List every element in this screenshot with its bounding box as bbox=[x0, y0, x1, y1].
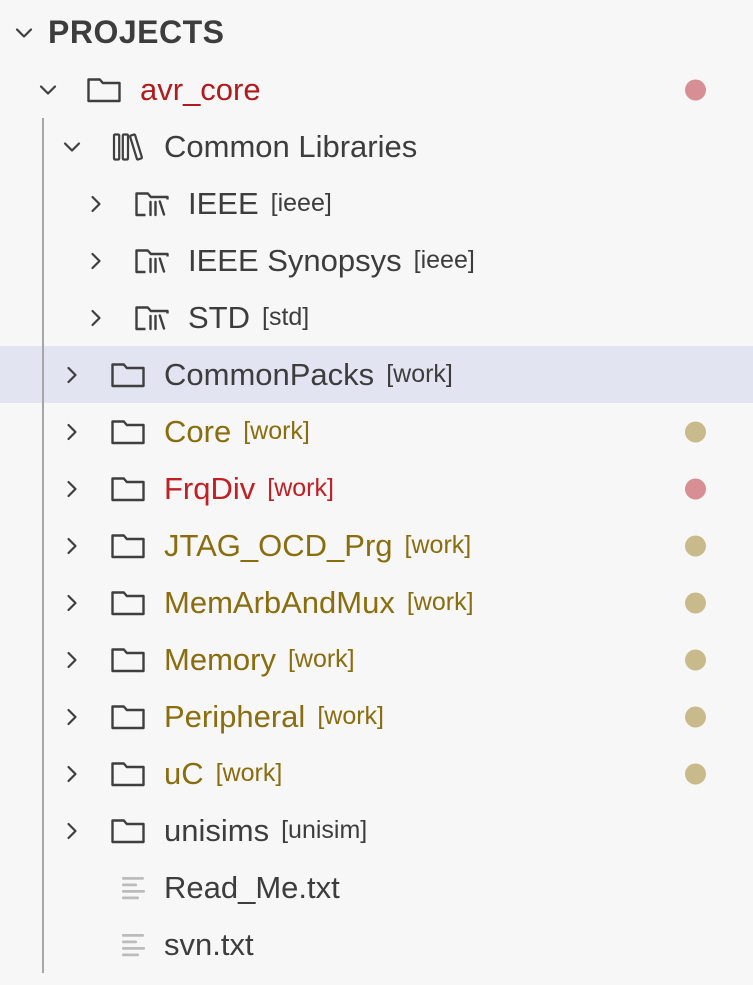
tree-item-frqdiv[interactable]: FrqDiv [work] bbox=[0, 460, 753, 517]
tree-item-memory[interactable]: Memory [work] bbox=[0, 631, 753, 688]
library-icon bbox=[108, 130, 148, 164]
folder-icon bbox=[108, 700, 148, 734]
item-library-tag: [work] bbox=[404, 531, 472, 559]
folder-icon bbox=[108, 472, 148, 506]
folder-icon bbox=[108, 529, 148, 563]
item-label: FrqDiv bbox=[164, 470, 256, 506]
chevron-right-icon[interactable] bbox=[84, 192, 114, 216]
chevron-spacer bbox=[60, 933, 90, 957]
folder-library-icon bbox=[132, 301, 172, 335]
item-label: Core bbox=[164, 413, 232, 449]
tree-item-memarbandmux[interactable]: MemArbAndMux [work] bbox=[0, 574, 753, 631]
text-file-icon bbox=[108, 871, 148, 905]
item-label: Read_Me.txt bbox=[164, 869, 340, 905]
item-label: Common Libraries bbox=[164, 128, 418, 164]
chevron-right-icon[interactable] bbox=[60, 762, 90, 786]
tree-item-avr_core[interactable]: avr_core bbox=[0, 61, 753, 118]
item-label: CommonPacks bbox=[164, 356, 375, 392]
chevron-spacer bbox=[60, 876, 90, 900]
folder-icon bbox=[108, 643, 148, 677]
item-label: avr_core bbox=[140, 71, 261, 107]
folder-icon bbox=[108, 586, 148, 620]
folder-icon bbox=[108, 358, 148, 392]
tree-item-jtag_ocd_prg[interactable]: JTAG_OCD_Prg [work] bbox=[0, 517, 753, 574]
status-dot bbox=[685, 592, 706, 613]
folder-library-icon bbox=[132, 187, 172, 221]
item-label: svn.txt bbox=[164, 926, 254, 962]
tree-item-unisims[interactable]: unisims [unisim] bbox=[0, 802, 753, 859]
chevron-right-icon[interactable] bbox=[84, 249, 114, 273]
item-library-tag: [std] bbox=[262, 303, 310, 331]
item-library-tag: [ieee] bbox=[270, 189, 332, 217]
chevron-down-icon[interactable] bbox=[36, 78, 66, 102]
item-label: unisims bbox=[164, 812, 270, 848]
chevron-right-icon[interactable] bbox=[60, 705, 90, 729]
item-label: MemArbAndMux bbox=[164, 584, 395, 620]
item-library-tag: [work] bbox=[317, 702, 384, 730]
chevron-right-icon[interactable] bbox=[60, 534, 90, 558]
tree-item-std[interactable]: STD [std] bbox=[0, 289, 753, 346]
item-label: Peripheral bbox=[164, 698, 306, 734]
item-label: uC bbox=[164, 755, 204, 791]
status-dot bbox=[685, 763, 706, 784]
tree-item-commonpacks[interactable]: CommonPacks [work] bbox=[0, 346, 753, 403]
chevron-right-icon[interactable] bbox=[60, 819, 90, 843]
item-library-tag: [work] bbox=[287, 645, 355, 673]
item-label: IEEE Synopsys bbox=[188, 242, 402, 278]
status-dot bbox=[685, 421, 706, 442]
status-dot bbox=[685, 535, 706, 556]
tree-item-common_libraries[interactable]: Common Libraries bbox=[0, 118, 753, 175]
status-dot bbox=[685, 649, 706, 670]
item-library-tag: [work] bbox=[243, 417, 310, 445]
folder-library-icon bbox=[132, 244, 172, 278]
folder-icon bbox=[84, 73, 124, 107]
tree-item-uc[interactable]: uC [work] bbox=[0, 745, 753, 802]
projects-section-header[interactable]: PROJECTS bbox=[0, 4, 753, 61]
tree-item-svn_txt[interactable]: svn.txt bbox=[0, 916, 753, 973]
section-title: PROJECTS bbox=[48, 14, 225, 50]
chevron-right-icon[interactable] bbox=[60, 420, 90, 444]
tree-item-peripheral[interactable]: Peripheral [work] bbox=[0, 688, 753, 745]
folder-icon bbox=[108, 415, 148, 449]
tree-item-ieee_synopsys[interactable]: IEEE Synopsys [ieee] bbox=[0, 232, 753, 289]
item-library-tag: [work] bbox=[406, 588, 474, 616]
item-library-tag: [work] bbox=[267, 474, 334, 502]
status-dot bbox=[685, 79, 706, 100]
tree-item-ieee[interactable]: IEEE [ieee] bbox=[0, 175, 753, 232]
item-label: STD bbox=[188, 299, 250, 335]
tree-item-read_me_txt[interactable]: Read_Me.txt bbox=[0, 859, 753, 916]
chevron-right-icon[interactable] bbox=[60, 648, 90, 672]
status-dot bbox=[685, 478, 706, 499]
chevron-down-icon[interactable] bbox=[60, 135, 90, 159]
item-library-tag: [work] bbox=[215, 759, 283, 787]
chevron-right-icon[interactable] bbox=[60, 591, 90, 615]
item-label: JTAG_OCD_Prg bbox=[164, 527, 393, 563]
item-library-tag: [unisim] bbox=[281, 816, 368, 844]
chevron-right-icon[interactable] bbox=[84, 306, 114, 330]
chevron-right-icon[interactable] bbox=[60, 363, 90, 387]
item-library-tag: [work] bbox=[386, 360, 453, 388]
chevron-down-icon[interactable] bbox=[12, 21, 42, 45]
folder-icon bbox=[108, 814, 148, 848]
chevron-right-icon[interactable] bbox=[60, 477, 90, 501]
text-file-icon bbox=[108, 928, 148, 962]
folder-icon bbox=[108, 757, 148, 791]
status-dot bbox=[685, 706, 706, 727]
item-label: IEEE bbox=[188, 185, 259, 221]
item-label: Memory bbox=[164, 641, 276, 677]
item-library-tag: [ieee] bbox=[413, 246, 475, 274]
tree-item-core[interactable]: Core [work] bbox=[0, 403, 753, 460]
